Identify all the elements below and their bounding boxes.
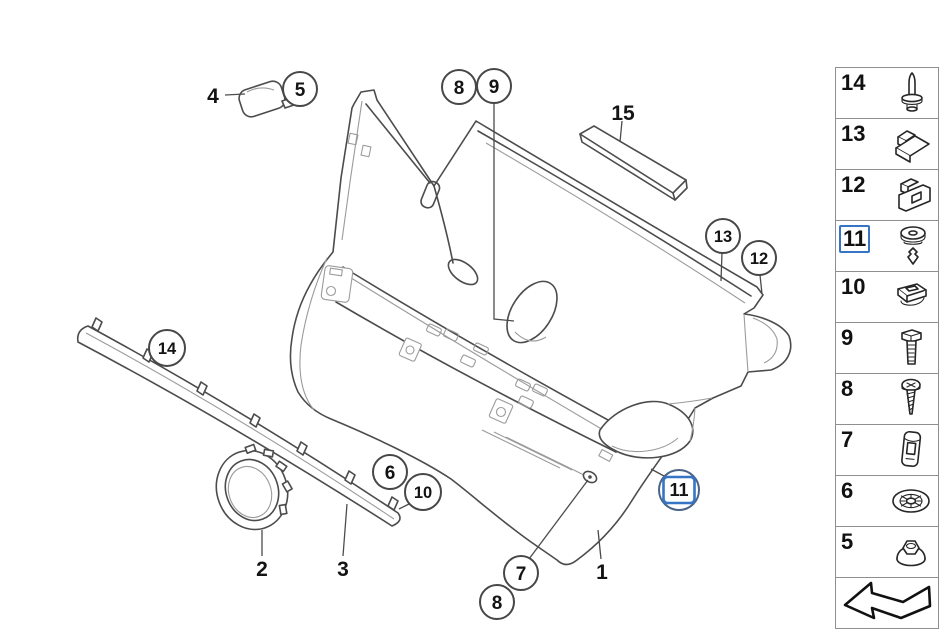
svg-text:13: 13 xyxy=(714,228,732,246)
square-clip-nut-icon xyxy=(897,283,927,306)
trim-strip-lower xyxy=(76,317,401,527)
callout-10[interactable]: 10 xyxy=(404,473,442,511)
legend-label: 14 xyxy=(841,70,866,95)
corner-hook xyxy=(743,313,778,373)
callout-6[interactable]: 6 xyxy=(372,454,408,490)
leader-9 xyxy=(493,103,515,322)
legend-item-6[interactable]: 6 xyxy=(835,475,939,527)
legend-label: 5 xyxy=(841,529,854,554)
callout-14[interactable]: 14 xyxy=(148,329,186,367)
svg-text:9: 9 xyxy=(489,77,500,98)
legend-item-8[interactable]: 8 xyxy=(835,373,939,425)
svg-text:15: 15 xyxy=(611,102,635,125)
rivet-pin-icon xyxy=(901,72,923,112)
legend-label: 13 xyxy=(841,121,866,146)
callout-8-bottom[interactable]: 8 xyxy=(479,584,515,620)
leader-7 xyxy=(528,479,589,560)
callout-3[interactable]: 3 xyxy=(337,558,349,581)
speaker-ring xyxy=(215,443,293,531)
svg-text:3: 3 xyxy=(337,558,349,581)
svg-text:14: 14 xyxy=(158,340,177,358)
svg-text:7: 7 xyxy=(516,564,527,585)
leader-lines xyxy=(224,93,763,560)
legend-item-9[interactable]: 9 xyxy=(835,322,939,374)
cover-cap-part4 xyxy=(238,80,295,118)
legend-label: 12 xyxy=(841,172,866,197)
legend-item-11-selected[interactable]: 11 xyxy=(835,220,939,272)
legend-item-12[interactable]: 12 xyxy=(835,169,939,221)
star-washer-icon xyxy=(892,489,930,513)
callout-1[interactable]: 1 xyxy=(596,561,608,584)
trim-strip-15 xyxy=(579,125,688,201)
hex-bolt-icon xyxy=(901,329,922,365)
svg-text:1: 1 xyxy=(596,561,608,584)
svg-text:11: 11 xyxy=(669,480,688,500)
leader-3 xyxy=(342,503,348,557)
leader-12 xyxy=(759,274,763,295)
leader-4 xyxy=(224,93,246,96)
callout-11-highlighted[interactable]: 11 xyxy=(658,469,700,511)
callout-12[interactable]: 12 xyxy=(741,240,777,276)
callout-5[interactable]: 5 xyxy=(282,71,318,107)
armrest-pocket xyxy=(481,397,713,484)
svg-text:4: 4 xyxy=(207,85,219,108)
legend-label: 7 xyxy=(841,427,854,452)
leader-15 xyxy=(619,120,623,143)
legend-label: 8 xyxy=(841,376,854,401)
callout-15[interactable]: 15 xyxy=(611,102,635,125)
legend-label: 10 xyxy=(841,274,866,299)
svg-text:5: 5 xyxy=(295,80,306,101)
svg-text:10: 10 xyxy=(414,484,432,502)
sheet-metal-clip-icon xyxy=(895,130,930,163)
plastic-nut-icon xyxy=(896,540,926,567)
legend-label: 9 xyxy=(841,325,854,350)
leader-13 xyxy=(720,252,723,282)
svg-text:6: 6 xyxy=(385,463,396,484)
legend-item-13[interactable]: 13 xyxy=(835,118,939,170)
callout-13[interactable]: 13 xyxy=(705,218,741,254)
back-arrow-icon xyxy=(843,581,932,620)
connector-clip-icon xyxy=(901,430,922,468)
svg-text:8: 8 xyxy=(492,593,503,614)
parts-legend-sidebar: 14 13 12 11 xyxy=(835,67,939,629)
legend-item-7[interactable]: 7 xyxy=(835,424,939,476)
callout-9[interactable]: 9 xyxy=(476,68,512,104)
callout-7[interactable]: 7 xyxy=(503,555,539,591)
leader-11 xyxy=(650,468,665,477)
svg-text:2: 2 xyxy=(256,558,268,581)
legend-label: 11 xyxy=(839,225,871,254)
oval-opening-large xyxy=(506,280,558,344)
callout-4[interactable]: 4 xyxy=(207,85,219,108)
legend-item-10[interactable]: 10 xyxy=(835,271,939,323)
oval-opening-small xyxy=(447,258,479,286)
grommet-with-pin-icon xyxy=(900,226,926,265)
screw-icon xyxy=(901,378,921,415)
legend-back-arrow[interactable] xyxy=(835,577,939,629)
clamp-clip-icon xyxy=(898,178,931,212)
callout-2[interactable]: 2 xyxy=(256,558,268,581)
svg-text:8: 8 xyxy=(454,78,465,99)
legend-label: 6 xyxy=(841,478,854,503)
legend-item-5[interactable]: 5 xyxy=(835,526,939,578)
svg-text:12: 12 xyxy=(750,250,768,268)
leader-1 xyxy=(597,529,602,560)
legend-item-14[interactable]: 14 xyxy=(835,67,939,119)
support-rail xyxy=(320,265,631,453)
callout-8-top[interactable]: 8 xyxy=(441,69,477,105)
